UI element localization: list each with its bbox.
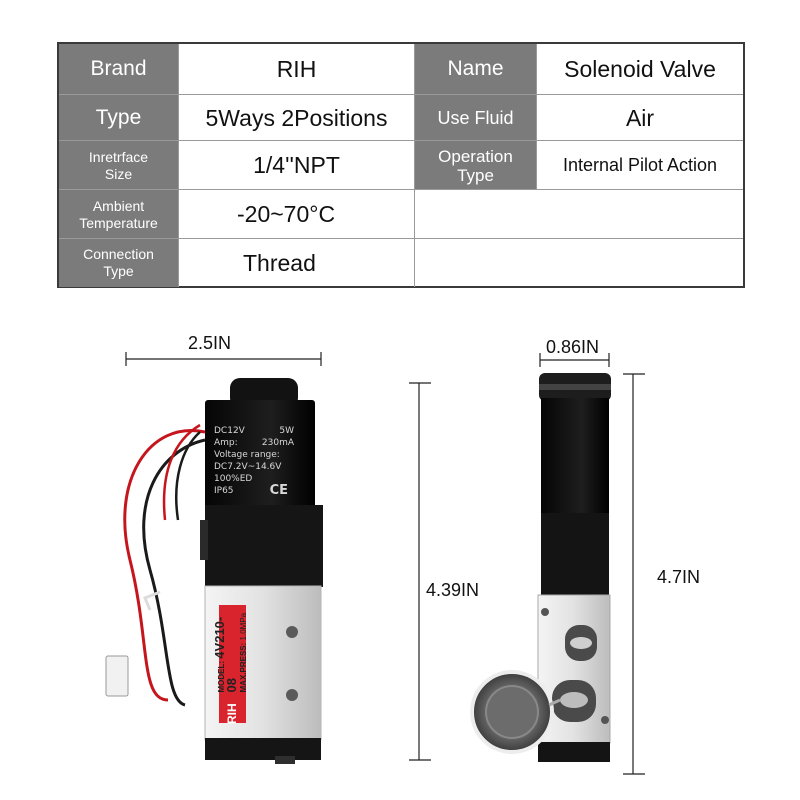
ambient-label: Ambient Temperature [59, 190, 179, 239]
coil-label: DC12V 5W Amp: 230mA Voltage range: DC7.2… [214, 425, 294, 497]
side-width-dimension-line [539, 353, 610, 367]
operation-label-line1: Operation [438, 146, 513, 166]
coil-power: 5W [279, 426, 294, 436]
body-brand: RIH [225, 703, 239, 724]
connection-label-line2: Type [103, 263, 134, 279]
coil-voltage-row: DC12V 5W [214, 425, 294, 437]
body-model-block: MODEL: 4V210-08 MAX.PRESS: 1.0MPa [212, 604, 249, 693]
ambient-label-line1: Ambient [92, 197, 145, 214]
front-width-dimension: 2.5IN [188, 333, 232, 353]
body-press-value: 1.0MPa [239, 612, 248, 641]
spec-row-interface: Inretrface Size 1/4''NPT Operation Type … [59, 140, 743, 190]
coil-ip: IP65 [214, 486, 234, 496]
brand-strip [219, 605, 246, 723]
red-wire [123, 429, 206, 702]
interface-label-line2: Size [104, 165, 133, 182]
spec-table: Brand RIH Name Solenoid Valve Type 5Ways… [57, 42, 745, 288]
ambient-label-line2: Temperature [79, 214, 158, 231]
coil-amp-label: Amp: [214, 438, 238, 448]
valve-base [205, 738, 321, 760]
connection-label-line1: Connection [83, 246, 154, 262]
side-coil [541, 398, 609, 513]
connection-value: Thread [179, 239, 415, 287]
body-model-row: MODEL: 4V210-08 [212, 604, 239, 693]
operation-label: Operation Type [415, 141, 537, 190]
side-head [541, 513, 609, 595]
front-width-dimension-line [125, 352, 322, 366]
wire-connector [105, 655, 129, 697]
brand-label: Brand [59, 44, 179, 94]
coil [205, 400, 315, 508]
side-valve [470, 373, 611, 762]
spec-row-ambient: Ambient Temperature -20~70°C [59, 189, 743, 239]
name-label: Name [415, 44, 537, 94]
coil-amp-value: 230mA [261, 438, 294, 448]
black-wire [142, 438, 206, 707]
coil-range-label: Voltage range: [214, 450, 280, 460]
spec-row-connection: Connection Type Thread [59, 238, 743, 287]
front-height-dimension: 4.39IN [426, 580, 480, 600]
interface-label-line1: Inretrface [88, 148, 149, 165]
fluid-label: Use Fluid [415, 95, 537, 141]
coil-amp-row: Amp: 230mA [214, 437, 294, 449]
side-height-dimension: 4.7IN [657, 567, 701, 587]
type-label: Type [59, 95, 179, 141]
operation-value: Internal Pilot Action [562, 155, 718, 175]
type-value: 5Ways 2Positions [179, 95, 415, 141]
valve-head-black [205, 505, 323, 587]
fluid-value: Air [625, 104, 655, 131]
brand-value: RIH [179, 44, 415, 94]
spec-row-type: Type 5Ways 2Positions Use Fluid Air [59, 94, 743, 141]
spec-row-brand: Brand RIH Name Solenoid Valve [59, 44, 743, 94]
front-height-dimension-line [409, 382, 431, 761]
name-value: Solenoid Valve [564, 55, 716, 82]
front-valve [105, 378, 323, 764]
body-press-row: MAX.PRESS: 1.0MPa [239, 604, 249, 693]
body-label: RIH MODEL: 4V210-08 MAX.PRESS: 1.0MPa [202, 604, 262, 724]
interface-label: Inretrface Size [59, 141, 179, 190]
coil-ip-row: IP65 CE [214, 483, 294, 498]
coil-range-value: DC7.2V~14.6V [214, 462, 282, 472]
coil-voltage: DC12V [214, 426, 245, 436]
interface-value: 1/4''NPT [179, 141, 415, 190]
connection-label: Connection Type [59, 239, 179, 287]
side-width-dimension: 0.86IN [546, 337, 600, 357]
ce-mark: CE [269, 483, 288, 498]
side-base [538, 742, 610, 762]
ambient-value: -20~70°C [179, 190, 415, 239]
body-press-label: MAX.PRESS: [239, 642, 248, 693]
operation-label-line2: Type [457, 165, 494, 185]
side-height-dimension-line [623, 373, 645, 775]
coil-duty: 100%ED [214, 474, 253, 484]
